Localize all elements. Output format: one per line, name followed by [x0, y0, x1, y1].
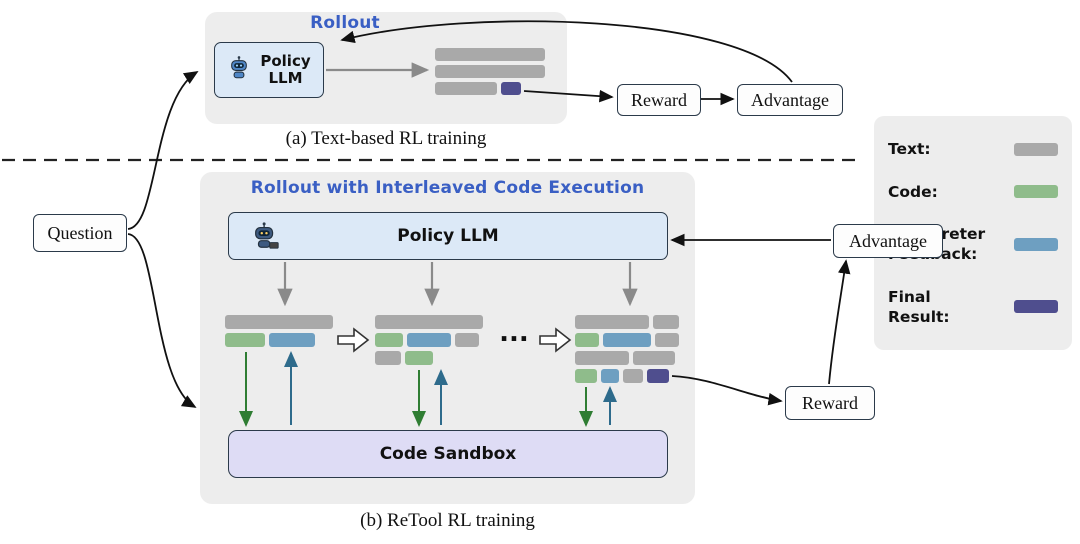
token-feedback: [601, 369, 619, 383]
robot-icon: [226, 55, 252, 85]
advantage-label-b: Advantage: [849, 230, 927, 251]
token-text: [435, 48, 545, 61]
question-box: Question: [33, 214, 127, 252]
question-label: Question: [47, 222, 113, 243]
legend-swatch-text: [1014, 142, 1058, 156]
token-text: [435, 82, 497, 95]
policy-llm-label-a: Policy LLM: [260, 51, 311, 87]
code-sandbox-box: Code Sandbox: [228, 430, 668, 478]
caption-a: (a) Text-based RL training: [285, 128, 487, 149]
advantage-box-b: Advantage: [833, 224, 943, 258]
token-group-3: [575, 315, 679, 387]
token-code: [375, 333, 403, 347]
token-feedback: [407, 333, 451, 347]
token-feedback: [603, 333, 651, 347]
arrow-question-to-a: [127, 71, 199, 230]
token-code: [405, 351, 433, 365]
legend-item-final: Final Result:: [888, 287, 1058, 327]
token-final: [501, 82, 521, 95]
token-group-2: [375, 315, 483, 369]
token-code: [575, 333, 599, 347]
legend-label-code: Code:: [888, 182, 938, 201]
token-text: [633, 351, 675, 365]
reward-label-a: Reward: [631, 89, 687, 110]
token-text: [225, 315, 333, 329]
reward-box-a: Reward: [617, 84, 701, 116]
reward-box-b: Reward: [785, 386, 875, 420]
rollout-tokens-a: [435, 48, 545, 99]
token-feedback: [269, 333, 315, 347]
token-text: [375, 351, 401, 365]
robot-laptop-icon: [251, 221, 281, 256]
legend-swatch-final: [1014, 300, 1058, 314]
legend-swatch-feedback: [1014, 237, 1058, 251]
token-text: [653, 315, 679, 329]
caption-b: (b) ReTool RL training: [360, 510, 535, 531]
token-code: [575, 369, 597, 383]
panel-b-title: Rollout with Interleaved Code Execution: [250, 178, 645, 198]
token-text: [575, 351, 629, 365]
token-text: [655, 333, 679, 347]
token-text: [375, 315, 483, 329]
arrow-question-to-b: [127, 233, 197, 408]
policy-llm-label-b: Policy LLM: [397, 226, 499, 246]
advantage-label-a: Advantage: [751, 89, 829, 110]
token-code: [225, 333, 265, 347]
legend-label-final: Final Result:: [888, 287, 950, 326]
legend-item-text: Text:: [888, 139, 1058, 159]
advantage-box-a: Advantage: [737, 84, 843, 116]
reward-label-b: Reward: [802, 392, 858, 413]
token-text: [623, 369, 643, 383]
policy-llm-box-b: Policy LLM: [228, 212, 668, 260]
code-sandbox-label: Code Sandbox: [379, 444, 517, 464]
legend-swatch-code: [1014, 185, 1058, 199]
token-text: [575, 315, 649, 329]
token-text: [455, 333, 479, 347]
legend: Text: Code: Interpreter Feedback: Final …: [874, 116, 1072, 350]
legend-label-text: Text:: [888, 140, 931, 159]
legend-item-code: Code:: [888, 182, 1058, 202]
token-group-1: [225, 315, 333, 351]
panel-a-title: Rollout: [310, 13, 380, 33]
token-text: [435, 65, 545, 78]
ellipsis: ...: [499, 318, 529, 348]
policy-llm-box-a: Policy LLM: [214, 42, 324, 98]
arrow-reward-to-advantage-b: [828, 259, 851, 385]
token-final: [647, 369, 669, 383]
